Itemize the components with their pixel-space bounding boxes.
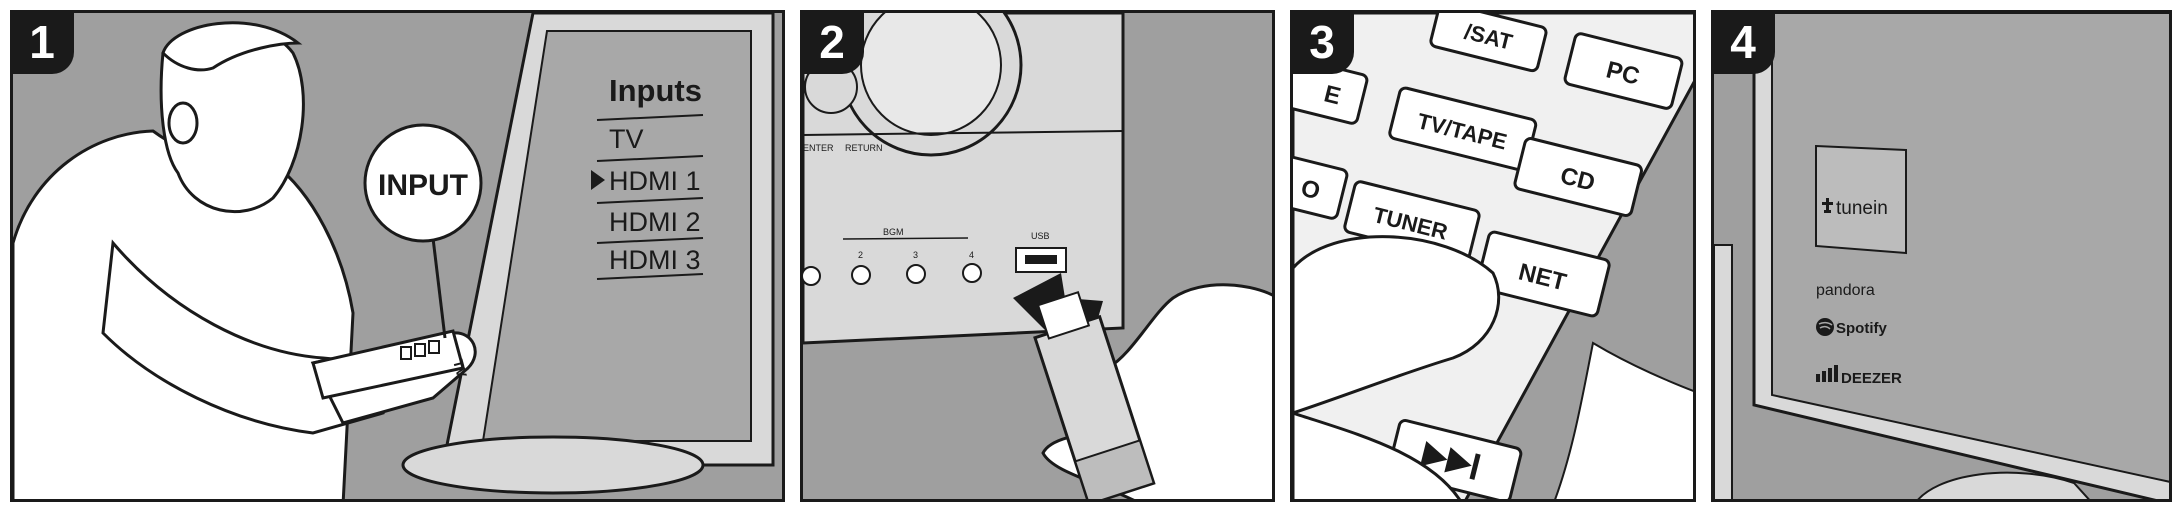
panel-step-3: 3 /SAT PC E TV/TAPE CD	[1290, 10, 1696, 502]
step-number-badge: 4	[1714, 13, 1775, 74]
port-label: 4	[969, 250, 974, 260]
screen-menu-title: Inputs	[609, 73, 702, 108]
selected-service-highlight	[1815, 144, 1907, 255]
usb-flash-drive	[1033, 290, 1156, 499]
panel-step-2: 2 ENTER RETURN BGM 2 3 4 USB	[800, 10, 1275, 502]
screen-menu-item: HDMI 1	[609, 166, 701, 196]
port-label: 2	[858, 250, 863, 260]
usb-label: USB	[1031, 231, 1050, 241]
deezer-logo-icon	[1816, 365, 1838, 382]
next-track-icon	[1420, 441, 1448, 467]
remote-tv-label: TV	[450, 358, 470, 380]
illustration-connect-usb: ENTER RETURN BGM 2 3 4 USB	[803, 13, 1272, 499]
audio-jack-icon	[906, 264, 926, 284]
tv-screen	[481, 30, 752, 442]
return-label: RETURN	[845, 143, 883, 153]
audio-jack-icon	[803, 266, 821, 286]
selection-arrow-icon	[591, 170, 605, 190]
remote-control	[311, 329, 465, 400]
input-callout-bubble	[363, 123, 483, 243]
e-button-label: E	[1321, 80, 1343, 110]
audio-jack-icon	[851, 265, 871, 285]
illustration-select-service: tunein pandora Spotify DEEZER	[1714, 13, 2169, 499]
panel-step-1: 1 Inputs TV HDMI 1 HDMI 2 HDMI 3	[10, 10, 785, 502]
input-button-label: INPUT	[378, 169, 468, 202]
screen-menu-item: TV	[609, 124, 644, 154]
step-number-badge: 2	[803, 13, 864, 74]
port-label: 3	[913, 250, 918, 260]
screen-menu-item: HDMI 3	[609, 245, 701, 275]
step-number-badge: 1	[13, 13, 74, 74]
step-number-badge: 3	[1293, 13, 1354, 74]
enter-label: ENTER	[803, 143, 834, 153]
service-item[interactable]: Spotify	[1836, 320, 1887, 337]
remote-buttons: /SAT PC E TV/TAPE CD O	[1293, 13, 1684, 499]
audio-jack-icon	[962, 263, 982, 283]
person-holding-remote	[13, 21, 477, 499]
illustration-select-input: Inputs TV HDMI 1 HDMI 2 HDMI 3 TV INPUT	[13, 13, 775, 499]
tunein-logo-icon	[1822, 198, 1833, 213]
screen-menu-item: HDMI 2	[609, 207, 701, 237]
illustration-press-net-button: /SAT PC E TV/TAPE CD O	[1293, 13, 1693, 499]
service-item[interactable]: pandora	[1816, 282, 1875, 299]
service-item[interactable]: tunein	[1836, 198, 1888, 219]
next-track-button	[1387, 419, 1523, 499]
panel-step-4: 4 tunein pandora Spotify DEEZER	[1711, 10, 2172, 502]
tv-stand	[1917, 471, 2090, 499]
tv-stand	[401, 435, 705, 495]
thumb	[1293, 235, 1501, 415]
bgm-label: BGM	[883, 227, 904, 237]
service-item[interactable]: DEEZER	[1841, 370, 1902, 387]
tv-screen	[1771, 13, 2169, 483]
